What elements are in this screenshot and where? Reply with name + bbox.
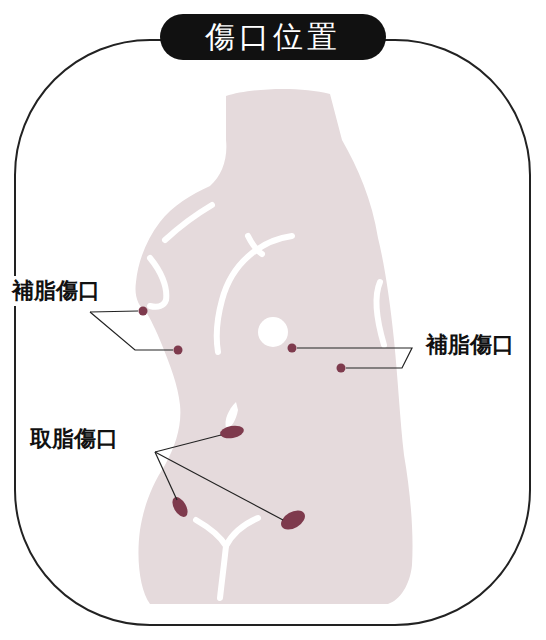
leader-line	[90, 311, 138, 312]
leader-line	[297, 348, 412, 368]
fill-wound-dot	[288, 344, 297, 353]
wound-marks	[139, 307, 346, 534]
callout-label: 補脂傷口	[10, 276, 102, 306]
callout-label: 補脂傷口	[424, 330, 516, 360]
leader-line	[155, 435, 221, 452]
frame	[15, 40, 530, 625]
fill-wound-dot	[139, 307, 148, 316]
callout-label: 取脂傷口	[28, 424, 120, 454]
title-pill	[160, 14, 386, 60]
highlight	[225, 402, 238, 428]
fill-wound-dot	[174, 346, 183, 355]
fill-wound-dot	[337, 364, 346, 373]
body-contours	[150, 205, 384, 598]
leader-line	[155, 452, 283, 520]
leader-line	[90, 312, 173, 350]
leader-lines	[90, 311, 412, 520]
torso-silhouette	[135, 89, 412, 604]
harvest-wound	[219, 424, 245, 440]
leader-line	[155, 452, 177, 500]
navel	[258, 317, 288, 347]
title-text: 傷口位置	[205, 17, 341, 58]
harvest-wound	[169, 494, 190, 519]
